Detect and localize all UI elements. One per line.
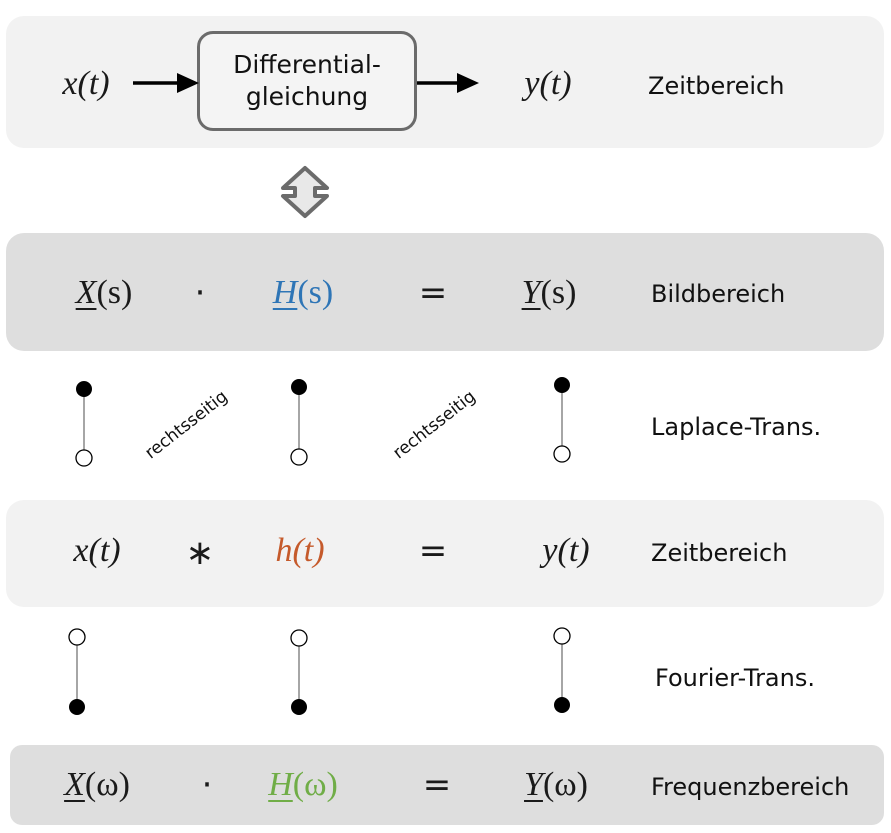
equals-sign-omega: = xyxy=(422,765,452,805)
fourier-correspondence-y-icon xyxy=(553,627,571,713)
laplace-X-s: X(s) xyxy=(76,276,133,310)
Y-omega-arg: (ω) xyxy=(542,766,588,803)
time-domain-label-conv: Zeitbereich xyxy=(651,539,788,567)
laplace-correspondence-y-icon xyxy=(553,377,571,463)
output-arrow-icon xyxy=(417,73,479,93)
fourier-X-omega: X(ω) xyxy=(64,768,130,802)
X-underlined: X xyxy=(75,274,97,311)
differential-equation-block: Differential- gleichung xyxy=(197,31,417,131)
frequency-domain-label: Frequenzbereich xyxy=(651,773,850,801)
equals-sign-t: = xyxy=(418,531,448,571)
X-arg: (s) xyxy=(96,274,133,311)
fourier-H-omega: H(ω) xyxy=(268,768,338,802)
fourier-transform-label: Fourier-Trans. xyxy=(655,664,815,692)
frequency-domain-band xyxy=(10,745,884,825)
input-arrow-icon xyxy=(133,73,199,93)
laplace-Y-s: Y(s) xyxy=(522,276,577,310)
Y-underlined: Y xyxy=(521,274,541,311)
image-domain-label: Bildbereich xyxy=(651,280,786,308)
fourier-correspondence-h-icon xyxy=(290,629,308,715)
block-label-line1: Differential- xyxy=(233,49,381,79)
input-signal-x-t: x(t) xyxy=(62,65,110,102)
X-omega-underlined: X xyxy=(64,766,85,803)
convolution-star: ∗ xyxy=(185,533,215,573)
time-signal-x-t: x(t) xyxy=(73,532,121,569)
equals-sign-s: = xyxy=(418,273,448,313)
image-domain-band xyxy=(6,233,884,351)
laplace-correspondence-h-icon xyxy=(290,379,308,466)
impulse-response-h-t: h(t) xyxy=(275,532,325,569)
multiply-dot-s: · xyxy=(194,273,206,313)
H-arg: (s) xyxy=(297,274,334,311)
fourier-Y-omega: Y(ω) xyxy=(524,768,588,802)
X-omega-arg: (ω) xyxy=(84,766,130,803)
time-domain-band-conv xyxy=(6,500,884,607)
laplace-H-s: H(s) xyxy=(273,276,333,310)
double-arrow-icon xyxy=(281,166,329,218)
time-domain-label-top: Zeitbereich xyxy=(648,72,785,100)
multiply-dot-omega: · xyxy=(201,765,213,805)
H-underlined: H xyxy=(272,274,298,311)
time-signal-y-t: y(t) xyxy=(542,532,590,569)
H-omega-underlined: H xyxy=(268,766,293,803)
Y-omega-underlined: Y xyxy=(524,766,543,803)
H-omega-arg: (ω) xyxy=(292,766,338,803)
block-label-line2: gleichung xyxy=(245,82,369,111)
laplace-transform-label: Laplace-Trans. xyxy=(651,413,822,441)
Y-arg: (s) xyxy=(540,274,577,311)
fourier-correspondence-x-icon xyxy=(68,628,86,715)
laplace-correspondence-x-icon xyxy=(75,381,93,467)
output-signal-y-t: y(t) xyxy=(524,65,572,102)
